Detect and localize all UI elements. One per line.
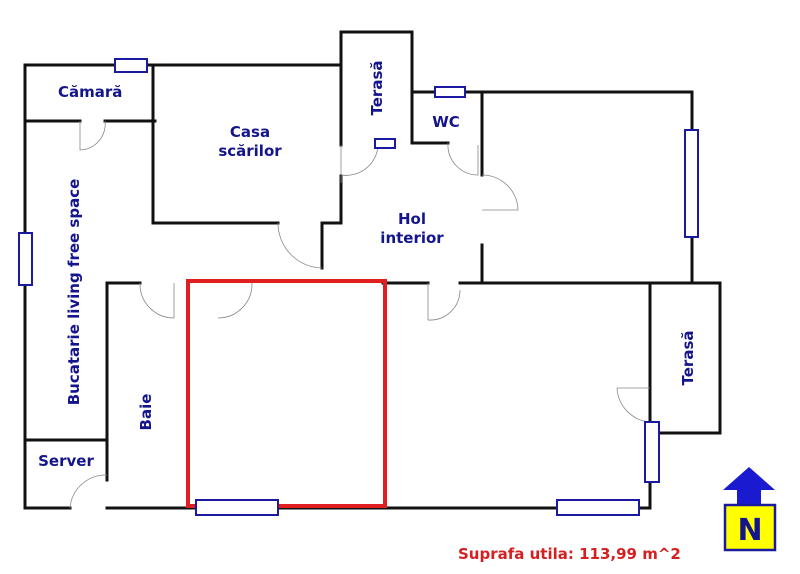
north-letter: N [737,513,762,548]
room-label-server: Server [38,452,94,470]
room-label-terasa-top: Terasă [368,61,386,116]
walls [23,30,722,510]
room-label-camara: Cămară [58,83,122,101]
room-label-baie: Baie [137,394,155,431]
room-label-casa-line1: Casa [230,123,270,141]
windows [18,58,699,516]
room-label-terasa-right: Terasă [679,331,697,386]
north-arrow-icon [723,467,775,505]
north-compass: N [723,467,777,552]
room-label-bucatarie: Bucatarie living free space [65,179,83,406]
door-swings [69,120,651,509]
room-label-hol-line1: Hol [398,210,426,228]
highlighted-room-outline [186,279,387,508]
north-box [723,503,777,552]
usable-area-label: Suprafa utila: 113,99 m^2 [458,545,681,563]
room-label-casa-line2: scărilor [218,142,282,160]
room-label-wc: WC [432,113,460,131]
room-label-hol-line2: interior [380,229,444,247]
